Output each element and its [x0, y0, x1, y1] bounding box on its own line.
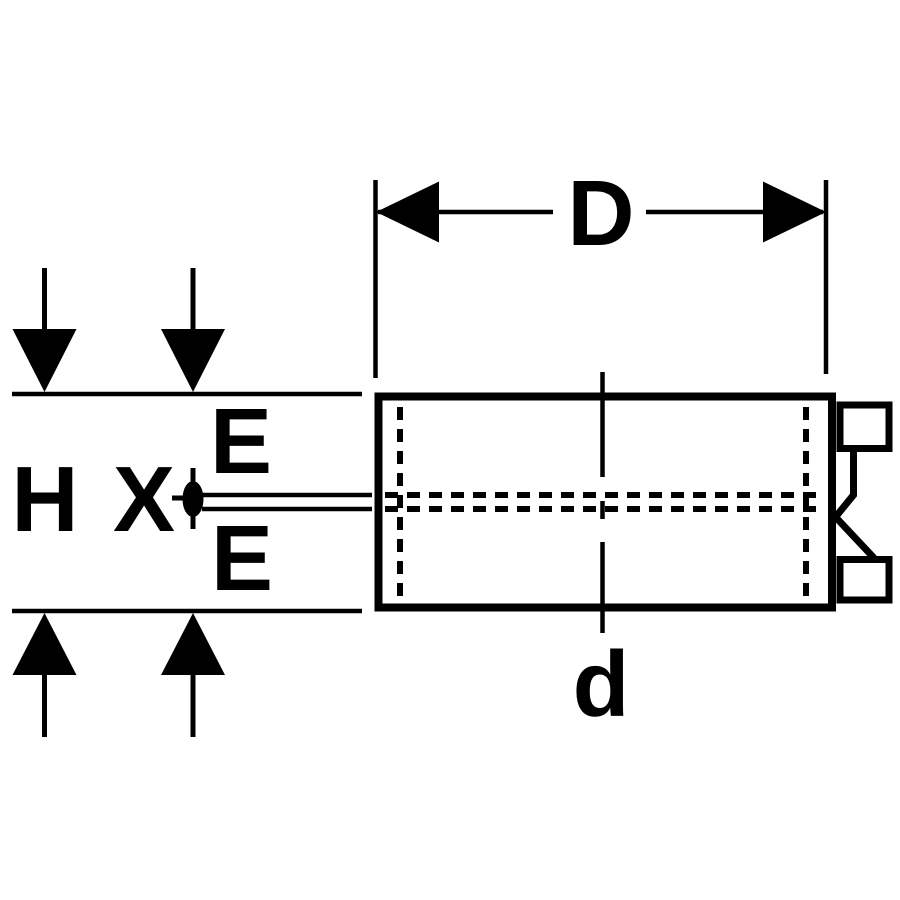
- left-arrowhead-icon: [376, 181, 439, 243]
- clamp-top-tab: [836, 401, 893, 452]
- up-arrow-icon: [161, 613, 225, 675]
- down-arrow-icon: [161, 329, 225, 392]
- h-dimension-label: H: [11, 447, 78, 551]
- clamp-notch: [830, 449, 877, 561]
- coupling-body: [374, 392, 836, 612]
- e-top-label: E: [210, 389, 272, 493]
- up-arrow-icon: [12, 613, 77, 675]
- clamp-bottom-tab: [836, 556, 893, 604]
- x-marker-label: X: [113, 447, 175, 551]
- d-outer-dimension-label: D: [567, 161, 634, 265]
- right-arrowhead-icon: [763, 181, 826, 243]
- coupling-body-outline: [374, 392, 836, 612]
- e-labels: E E: [210, 389, 273, 610]
- h-dimension: H: [11, 268, 362, 737]
- weld-point-icon: [182, 481, 204, 517]
- clamp-profile: [830, 401, 893, 604]
- x-marker: X: [113, 447, 372, 551]
- d-pipe-dimension-label: d: [573, 632, 630, 736]
- e-bottom-label: E: [211, 506, 273, 610]
- d-outer-dimension: D: [373, 161, 829, 378]
- down-arrow-icon: [12, 329, 77, 392]
